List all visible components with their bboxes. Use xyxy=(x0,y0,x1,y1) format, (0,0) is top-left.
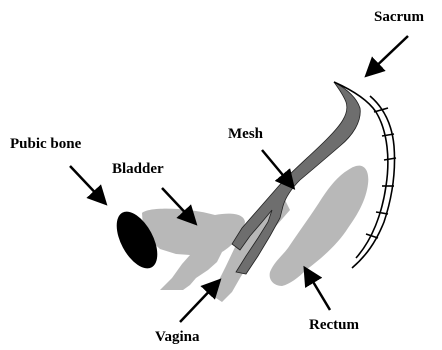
mesh-arrow xyxy=(262,150,292,186)
vagina-label: Vagina xyxy=(155,330,199,345)
sacrum-label: Sacrum xyxy=(374,10,424,25)
rectum-arrow xyxy=(306,270,330,310)
pubic-bone-arrow xyxy=(70,166,104,202)
sacrum-arrow xyxy=(368,36,408,74)
rectum-label: Rectum xyxy=(309,318,359,333)
bladder-label: Bladder xyxy=(112,162,164,177)
pubic-bone-label: Pubic bone xyxy=(10,137,81,152)
mesh-label: Mesh xyxy=(228,127,263,142)
